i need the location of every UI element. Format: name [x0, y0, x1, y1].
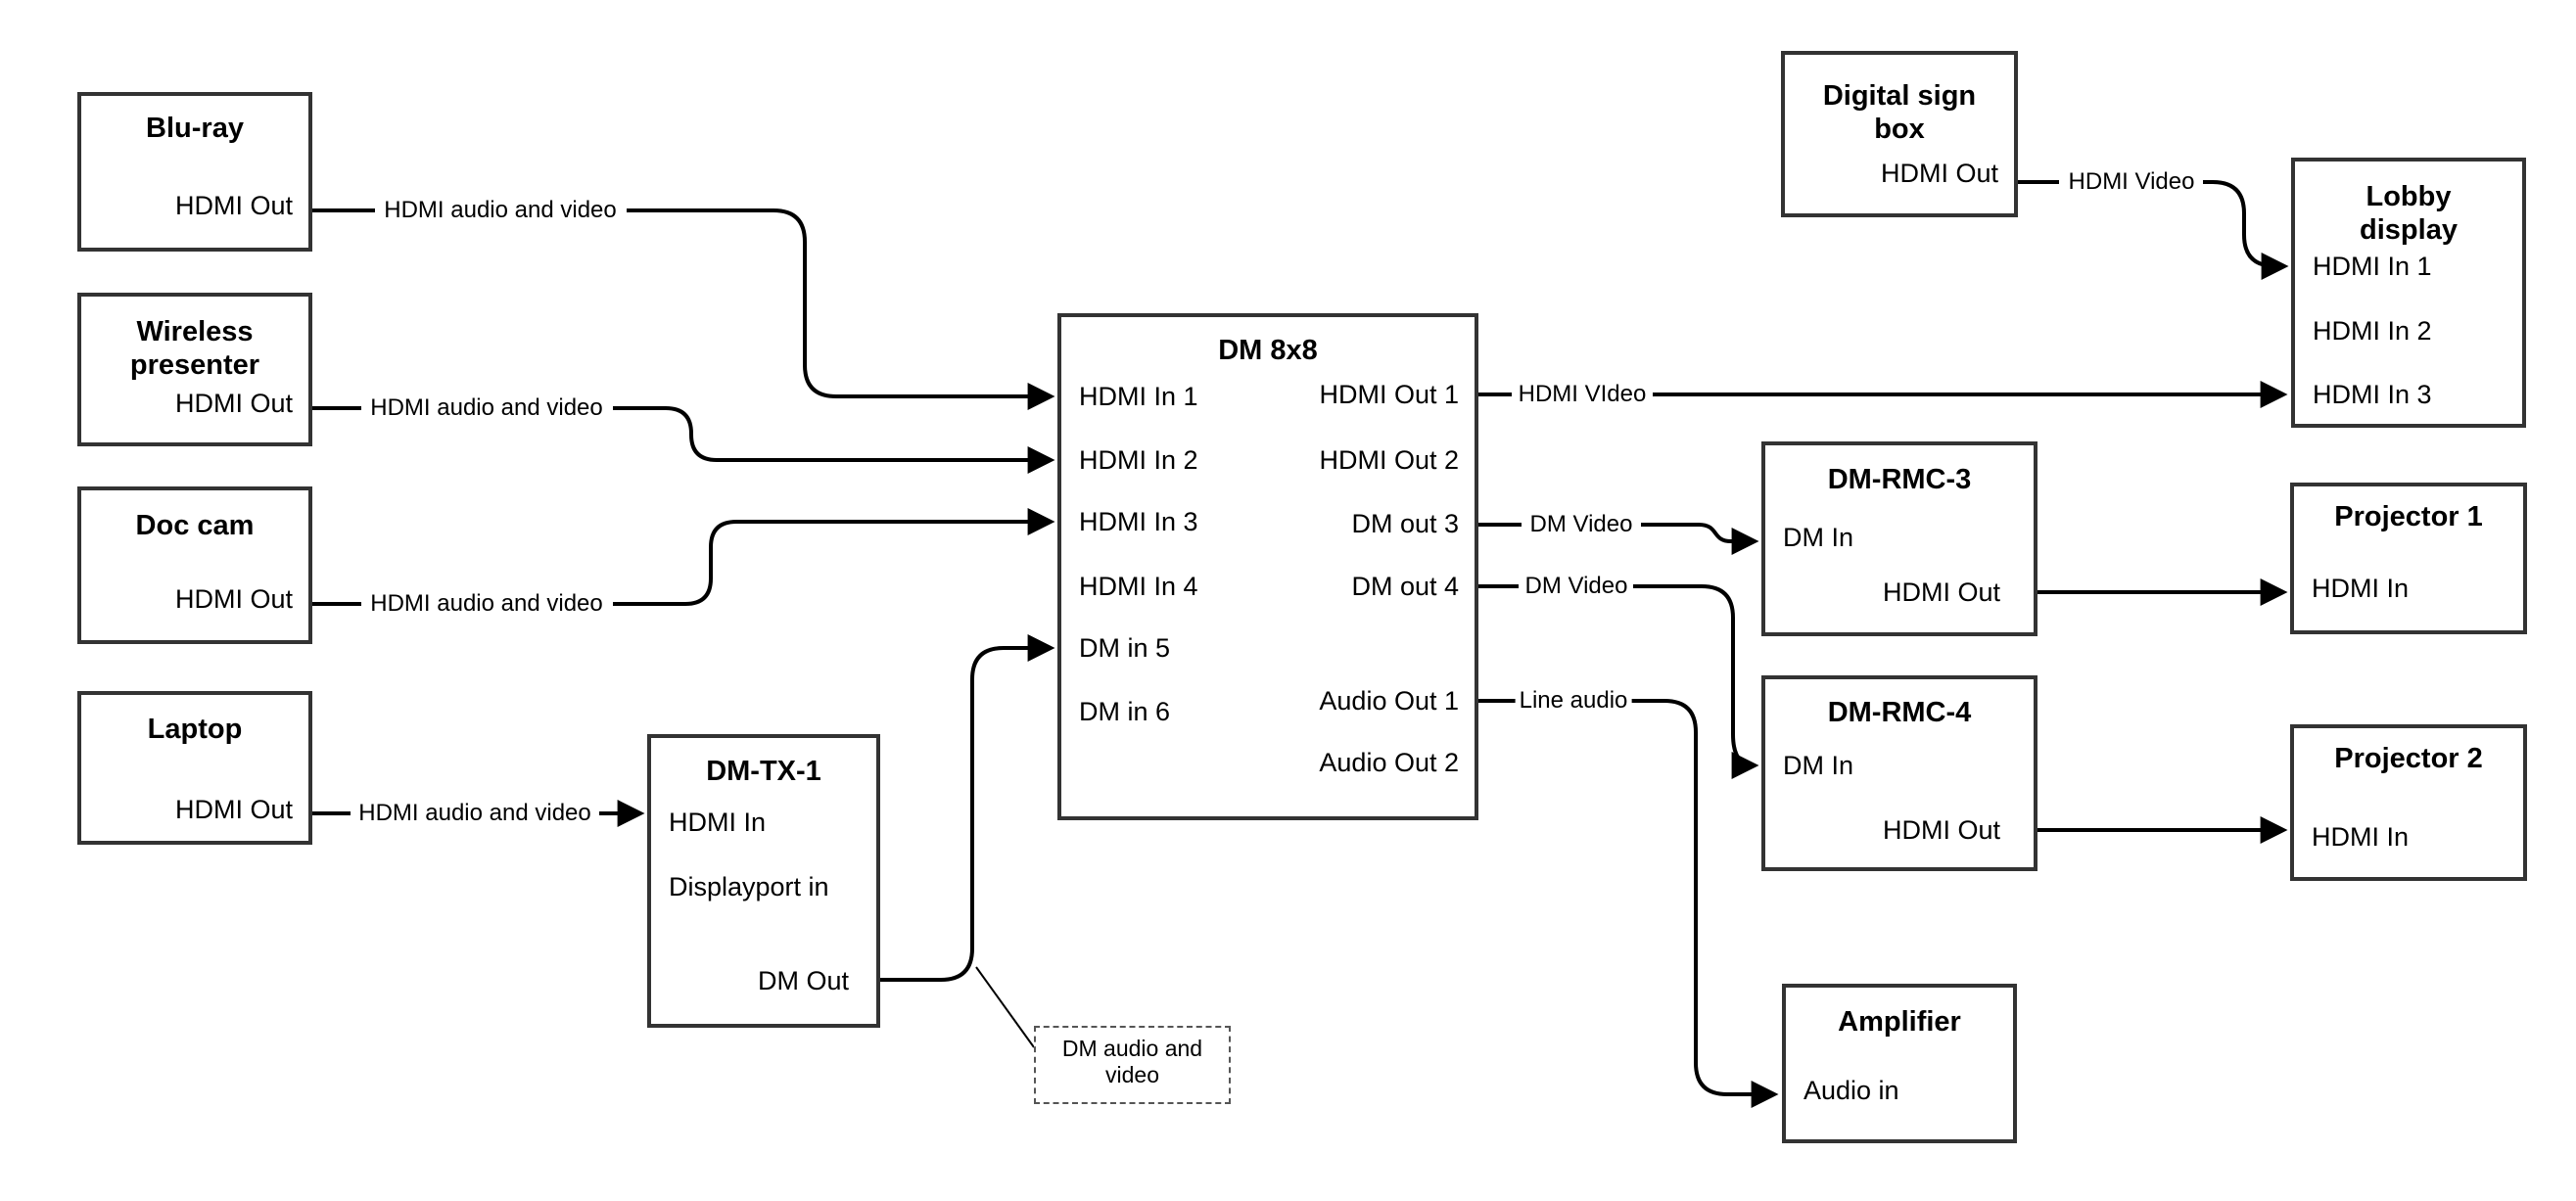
wire-label-doccam: HDMI audio and video — [366, 592, 607, 616]
note-callout-line — [975, 966, 1035, 1048]
wire-label-dm-video-out4: DM Video — [1521, 575, 1632, 598]
device-projector-2-title: Projector 2 — [2334, 743, 2483, 774]
port-projector1-hdmi-in: HDMI In — [2312, 574, 2410, 603]
device-dm-rmc-3: DM-RMC-3 DM In HDMI Out — [1761, 441, 2037, 636]
note-dm-audio-video-text: DM audio and video — [1061, 1036, 1203, 1087]
wire-audioout1-to-amplifier — [1630, 699, 1779, 1108]
device-dm-rmc-4-title: DM-RMC-4 — [1827, 697, 1972, 728]
port-dm8x8-dm-out-3: DM out 3 — [1351, 509, 1459, 538]
port-bluray-hdmi-out: HDMI Out — [174, 191, 293, 220]
port-dm8x8-audio-out-2: Audio Out 2 — [1319, 748, 1459, 777]
wire-label-wireless: HDMI audio and video — [366, 396, 607, 420]
device-bluray: Blu-ray HDMI Out — [77, 92, 312, 252]
device-wireless-presenter-title: Wireless presenter — [129, 316, 260, 381]
port-dm8x8-audio-out-1: Audio Out 1 — [1319, 686, 1459, 716]
port-lobby-hdmi-in-2: HDMI In 2 — [2313, 316, 2432, 346]
port-dm8x8-hdmi-in-3: HDMI In 3 — [1079, 507, 1198, 536]
device-laptop-title: Laptop — [147, 714, 243, 745]
port-lobby-hdmi-in-1: HDMI In 1 — [2313, 252, 2432, 281]
device-doc-cam-title: Doc cam — [135, 510, 255, 541]
device-lobby-display-title: Lobby display — [2360, 181, 2458, 246]
port-dm8x8-dm-out-4: DM out 4 — [1351, 572, 1459, 601]
wire-dmtx1-to-dm8x8-in5 — [880, 634, 1055, 982]
port-projector2-hdmi-in: HDMI In — [2312, 822, 2410, 852]
port-amplifier-audio-in: Audio in — [1803, 1076, 1899, 1105]
port-doccam-hdmi-out: HDMI Out — [174, 584, 293, 614]
device-laptop: Laptop HDMI Out — [77, 691, 312, 845]
device-dm-8x8-title: DM 8x8 — [1218, 335, 1318, 366]
port-rmc4-hdmi-out: HDMI Out — [1882, 815, 2000, 845]
device-projector-2: Projector 2 HDMI In — [2290, 724, 2527, 881]
device-dm-tx-1: DM-TX-1 HDMI In Displayport in DM Out — [647, 734, 880, 1028]
device-amplifier: Amplifier Audio in — [1782, 984, 2017, 1143]
port-rmc4-dm-in: DM In — [1783, 751, 1854, 780]
device-dm-8x8: DM 8x8 HDMI In 1 HDMI In 2 HDMI In 3 HDM… — [1057, 313, 1478, 820]
port-digitalsign-hdmi-out: HDMI Out — [1880, 159, 1998, 188]
port-dmtx1-dm-out: DM Out — [757, 966, 849, 995]
wire-dmout4-to-rmc4 — [1633, 584, 1759, 779]
wire-dmout3-to-rmc3 — [1641, 523, 1759, 555]
wire-doccam-to-dm8x8-in3 — [613, 508, 1055, 606]
device-digital-sign-box: Digital sign box HDMI Out — [1781, 51, 2018, 217]
port-dm8x8-hdmi-in-2: HDMI In 2 — [1079, 445, 1198, 475]
port-laptop-hdmi-out: HDMI Out — [174, 795, 293, 824]
device-digital-sign-box-title: Digital sign box — [1822, 80, 1977, 145]
wire-label-bluray: HDMI audio and video — [380, 199, 621, 222]
wire-label-hdmi-video-digitalsign: HDMI Video — [2064, 170, 2199, 194]
device-projector-1: Projector 1 HDMI In — [2290, 483, 2527, 634]
port-dmtx1-displayport-in: Displayport in — [669, 872, 829, 901]
port-dm8x8-dm-in-6: DM in 6 — [1079, 697, 1171, 726]
port-dm8x8-hdmi-out-2: HDMI Out 2 — [1319, 445, 1459, 475]
port-dm8x8-hdmi-in-1: HDMI In 1 — [1079, 382, 1198, 411]
port-lobby-hdmi-in-3: HDMI In 3 — [2313, 380, 2432, 409]
wire-digitalsign-to-lobby-in1 — [2203, 180, 2289, 280]
note-dm-audio-video: DM audio and video — [1034, 1026, 1231, 1104]
port-dmtx1-hdmi-in: HDMI In — [669, 808, 767, 837]
device-amplifier-title: Amplifier — [1838, 1006, 1961, 1038]
port-rmc3-hdmi-out: HDMI Out — [1882, 577, 2000, 607]
wire-label-dm-video-out3: DM Video — [1525, 513, 1637, 536]
device-doc-cam: Doc cam HDMI Out — [77, 486, 312, 644]
wire-wireless-to-dm8x8-in2 — [613, 406, 1055, 474]
port-wireless-hdmi-out: HDMI Out — [174, 389, 293, 418]
device-projector-1-title: Projector 1 — [2334, 501, 2483, 532]
port-dm8x8-hdmi-out-1: HDMI Out 1 — [1319, 380, 1459, 409]
device-dm-tx-1-title: DM-TX-1 — [706, 756, 821, 787]
device-wireless-presenter: Wireless presenter HDMI Out — [77, 293, 312, 446]
wire-label-laptop: HDMI audio and video — [354, 802, 595, 825]
port-dm8x8-hdmi-in-4: HDMI In 4 — [1079, 572, 1198, 601]
device-dm-rmc-3-title: DM-RMC-3 — [1827, 464, 1972, 495]
wire-bluray-to-dm8x8-in1 — [627, 208, 1055, 410]
device-bluray-title: Blu-ray — [146, 113, 244, 144]
device-lobby-display: Lobby display HDMI In 1 HDMI In 2 HDMI I… — [2291, 158, 2526, 428]
wire-label-line-audio: Line audio — [1515, 689, 1632, 713]
wire-label-hdmi-video-out1: HDMI VIdeo — [1514, 383, 1651, 406]
port-rmc3-dm-in: DM In — [1783, 523, 1854, 552]
device-dm-rmc-4: DM-RMC-4 DM In HDMI Out — [1761, 675, 2037, 871]
port-dm8x8-dm-in-5: DM in 5 — [1079, 633, 1171, 663]
